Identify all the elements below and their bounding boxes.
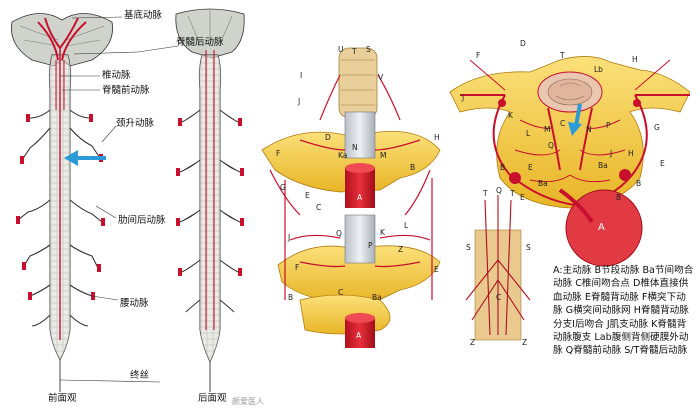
svg-text:J: J xyxy=(609,149,612,158)
svg-text:I: I xyxy=(300,71,302,80)
svg-text:H: H xyxy=(628,149,634,158)
svg-text:C: C xyxy=(338,288,343,297)
svg-text:L: L xyxy=(526,129,531,138)
svg-text:B: B xyxy=(410,163,415,172)
figure-legend: A:主动脉 B节段动脉 Ba节间吻合动脉 C椎间吻合点 D椎体直接供血动脉 E脊… xyxy=(553,265,694,357)
svg-text:P: P xyxy=(368,241,373,250)
svg-text:S: S xyxy=(526,243,531,252)
svg-text:J: J xyxy=(287,233,290,242)
svg-text:Ba: Ba xyxy=(372,293,382,302)
svg-text:A: A xyxy=(598,222,605,233)
svg-text:F: F xyxy=(276,149,280,158)
pointer-arrow-right xyxy=(568,122,582,136)
svg-text:L: L xyxy=(404,221,409,230)
callout-basilar-artery: 基底动脉 xyxy=(124,10,163,21)
front-view-spinal-cord xyxy=(11,13,113,392)
svg-text:Ba: Ba xyxy=(598,161,608,170)
callout-lines xyxy=(59,16,179,383)
svg-text:K: K xyxy=(380,228,386,237)
svg-text:E: E xyxy=(520,193,525,202)
svg-text:A: A xyxy=(357,193,363,202)
svg-text:G: G xyxy=(654,123,660,132)
svg-text:M: M xyxy=(544,125,550,134)
svg-text:M: M xyxy=(380,151,386,160)
svg-text:Q: Q xyxy=(496,186,502,195)
svg-text:Q: Q xyxy=(548,141,554,150)
svg-text:J: J xyxy=(461,93,464,102)
svg-text:Ka: Ka xyxy=(338,151,347,160)
callout-posterior-spinal-artery: 脊髓后动脉 xyxy=(176,37,224,48)
callout-filum-terminale: 终丝 xyxy=(130,370,150,381)
svg-text:T: T xyxy=(351,47,357,56)
back-view-spinal-cord xyxy=(175,8,245,392)
svg-text:V: V xyxy=(378,73,384,82)
svg-text:N: N xyxy=(586,125,592,134)
svg-text:H: H xyxy=(434,133,440,142)
svg-text:E: E xyxy=(660,159,665,168)
svg-text:B: B xyxy=(636,179,641,188)
svg-text:C: C xyxy=(496,293,501,302)
svg-text:Lb: Lb xyxy=(594,65,603,74)
svg-text:Q: Q xyxy=(336,229,342,238)
svg-text:B: B xyxy=(616,193,621,202)
svg-text:A: A xyxy=(356,331,362,340)
svg-text:E: E xyxy=(305,191,310,200)
watermark: 颇爱医人 xyxy=(232,397,264,406)
svg-text:J: J xyxy=(297,97,300,106)
svg-text:G: G xyxy=(280,183,286,192)
svg-text:D: D xyxy=(325,133,331,142)
callout-vertebral-artery: 椎动脉 xyxy=(102,70,131,81)
svg-text:S: S xyxy=(466,243,471,252)
pointer-arrow-left xyxy=(64,150,106,166)
svg-text:C: C xyxy=(316,203,321,212)
callout-anterior-spinal-artery: 脊髓前动脉 xyxy=(102,85,150,96)
svg-text:E: E xyxy=(528,163,533,172)
svg-text:U: U xyxy=(338,45,344,54)
svg-text:T: T xyxy=(509,189,515,198)
svg-text:E: E xyxy=(434,265,439,274)
svg-text:Z: Z xyxy=(470,338,475,347)
svg-text:Ba: Ba xyxy=(538,179,548,188)
callout-ascending-cervical-artery: 颈升动脉 xyxy=(116,118,155,129)
svg-text:C: C xyxy=(560,119,565,128)
svg-text:K: K xyxy=(508,111,514,120)
svg-text:H: H xyxy=(632,55,638,64)
svg-text:Z: Z xyxy=(522,338,527,347)
svg-text:S: S xyxy=(366,45,371,54)
callout-posterior-intercostal-artery: 肋间后动脉 xyxy=(118,215,166,226)
svg-text:F: F xyxy=(476,51,480,60)
svg-text:B: B xyxy=(500,163,505,172)
callout-lumbar-artery: 腰动脉 xyxy=(120,298,149,309)
svg-text:T: T xyxy=(482,189,488,198)
view-label-back: 后面观 xyxy=(198,393,227,404)
svg-text:D: D xyxy=(520,39,526,48)
svg-text:P: P xyxy=(606,121,611,130)
view-label-front: 前面观 xyxy=(48,393,77,404)
svg-text:Z: Z xyxy=(398,245,403,254)
svg-text:T: T xyxy=(559,51,565,60)
svg-text:F: F xyxy=(295,263,299,272)
svg-text:N: N xyxy=(352,143,358,152)
svg-text:B: B xyxy=(288,293,293,302)
